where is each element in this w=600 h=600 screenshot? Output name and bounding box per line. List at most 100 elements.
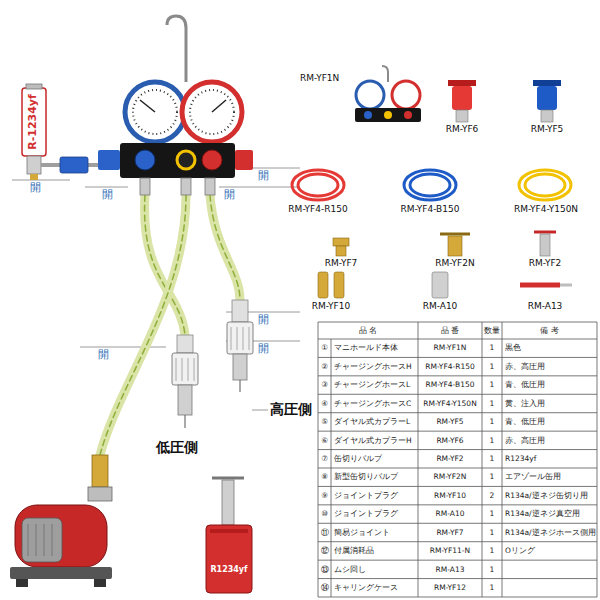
vacuum-pump <box>10 455 112 587</box>
table-cell: 青、低圧用 <box>503 376 596 394</box>
vacuum-pump <box>36 524 37 556</box>
open-mark: 開 <box>256 343 270 355</box>
part-manifold <box>364 111 372 119</box>
table-cell: 1 <box>483 468 501 486</box>
table-cell: R1234yf <box>503 450 596 468</box>
table-cell: 付属消耗品 <box>332 542 417 560</box>
callout-number: ⑧ <box>319 468 330 486</box>
guide-line <box>245 168 300 169</box>
table-cell: 1 <box>483 542 501 560</box>
manifold-gauge <box>167 16 186 82</box>
table-rule <box>318 578 597 579</box>
part-manifold <box>356 81 384 109</box>
refrigerant-can <box>22 88 46 156</box>
low-side-coupler <box>188 358 189 381</box>
high-side-coupler <box>237 327 238 350</box>
part-fitting <box>318 272 328 298</box>
part-number: RM-YF4-Y150N <box>503 205 589 215</box>
vacuum-pump <box>88 487 112 501</box>
part-manifold <box>355 66 421 122</box>
part-hose <box>519 170 571 200</box>
charging-hose <box>100 195 186 455</box>
part-coupler <box>456 110 468 122</box>
part-coupler <box>452 86 472 110</box>
low-side-coupler <box>172 335 198 428</box>
vacuum-pump <box>15 505 107 567</box>
table-cell: RM-YF12 <box>419 579 481 597</box>
refrigerant-can <box>206 525 252 593</box>
table-cell: 1 <box>483 560 501 578</box>
manifold-gauge <box>133 90 177 134</box>
low-side-coupler <box>177 335 193 353</box>
table-cell: 1 <box>483 523 501 541</box>
table-rule <box>331 339 332 597</box>
callout-number: ④ <box>319 394 330 412</box>
table-cell: R134a/逆ネジホース側用 <box>503 523 596 541</box>
part-number: RM-A13 <box>510 302 580 312</box>
table-cell: 黄、注入用 <box>503 394 596 412</box>
part-number: RM-YF1N <box>300 74 352 84</box>
callout-number: ③ <box>319 376 330 394</box>
table-cell: 青、低圧用 <box>503 413 596 431</box>
table-cell: 簡易ジョイント <box>332 523 417 541</box>
table-cell: R134a/逆ネジ真空用 <box>503 505 596 523</box>
vacuum-pump <box>16 579 28 587</box>
part-fitting <box>540 234 550 256</box>
table-cell: RM-A10 <box>419 505 481 523</box>
table-cell: 1 <box>483 357 501 375</box>
table-cell: ジョイントプラグ <box>332 486 417 504</box>
part-number: RM-YF10 <box>296 302 366 312</box>
table-rule <box>318 431 597 432</box>
vacuum-pump <box>92 455 108 487</box>
refrigerant-can <box>26 84 42 89</box>
callout-number: ⑬ <box>319 560 330 578</box>
table-rule <box>502 322 503 597</box>
manifold-gauge <box>98 16 253 195</box>
part-fitting <box>334 272 344 298</box>
part-hose <box>298 174 338 196</box>
table-cell: RM-A13 <box>419 560 481 578</box>
low-side-coupler <box>172 353 198 385</box>
callout-number: ⑨ <box>319 486 330 504</box>
table-cell: チャージングホースC <box>332 394 417 412</box>
callout-number: ⑭ <box>319 579 330 597</box>
table-cell: 新型缶切りバルブ <box>332 468 417 486</box>
table-header: 品 名 <box>319 322 417 339</box>
table-rule <box>318 486 597 487</box>
table-rule <box>318 468 597 469</box>
part-fitting <box>560 284 572 287</box>
charging-hose <box>210 195 240 300</box>
part-fitting <box>336 246 346 256</box>
manifold-gauge <box>140 178 150 195</box>
guide-line <box>12 168 300 410</box>
callout-number: ⑩ <box>319 505 330 523</box>
high-side-coupler <box>240 380 241 392</box>
guide-line <box>12 180 70 181</box>
high-side-coupler <box>243 327 244 350</box>
low-side-coupler <box>178 385 192 415</box>
table-rule <box>482 322 483 597</box>
manifold-gauge <box>120 143 235 178</box>
table-cell: チャージングホースL <box>332 376 417 394</box>
callout-number: ⑤ <box>319 413 330 431</box>
table-rule <box>318 523 597 524</box>
table-rule <box>318 560 597 561</box>
table-cell: ジョイントプラグ <box>332 505 417 523</box>
manifold-gauge <box>190 90 234 134</box>
refrigerant-can <box>212 477 244 480</box>
table-cell: RM-YF4-B150 <box>419 376 481 394</box>
low-side-coupler <box>194 358 195 381</box>
low-side-coupler <box>176 358 177 381</box>
vacuum-pump <box>22 518 62 562</box>
table-rule <box>318 394 597 395</box>
part-number: RM-YF5 <box>517 125 577 135</box>
table-cell: キャリングケース <box>332 579 417 597</box>
high-side-coupler <box>227 322 253 354</box>
part-number: RM-YF6 <box>432 125 492 135</box>
part-coupler <box>541 110 553 122</box>
refrigerant-can <box>60 157 88 173</box>
table-cell: 赤、高圧用 <box>503 431 596 449</box>
table-cell: RM-YF7 <box>419 523 481 541</box>
table-header: 備 考 <box>503 322 596 339</box>
